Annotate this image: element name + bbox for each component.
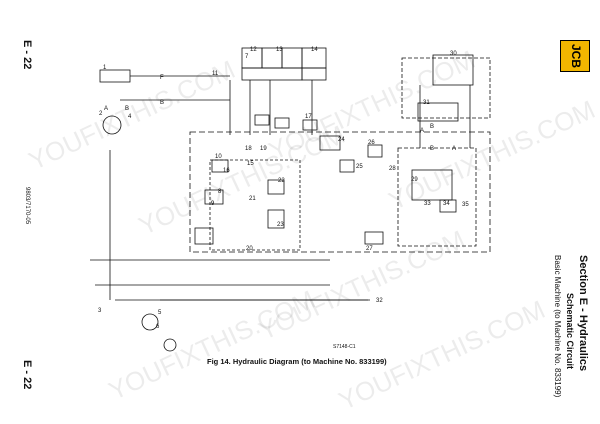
label-12: 12 bbox=[250, 47, 257, 53]
figure-caption: Fig 14. Hydraulic Diagram (to Machine No… bbox=[207, 357, 387, 366]
label-22: 22 bbox=[278, 178, 285, 184]
label-2: 2 bbox=[99, 111, 103, 117]
label-23: 23 bbox=[277, 222, 284, 228]
port-label-a-right: A bbox=[452, 146, 456, 152]
label-3: 3 bbox=[98, 308, 102, 314]
label-32: 32 bbox=[376, 298, 383, 304]
label-30: 30 bbox=[450, 51, 457, 57]
label-26: 26 bbox=[368, 140, 375, 146]
label-9: 9 bbox=[211, 201, 215, 207]
jcb-logo: JCB bbox=[560, 40, 590, 72]
label-19: 19 bbox=[260, 146, 267, 152]
label-8: 8 bbox=[218, 189, 222, 195]
label-21: 21 bbox=[249, 196, 256, 202]
label-16: 16 bbox=[223, 168, 230, 174]
label-15: 15 bbox=[247, 161, 254, 167]
drawing-reference: S7148-C1 bbox=[333, 344, 356, 350]
label-25: 25 bbox=[356, 164, 363, 170]
label-24: 24 bbox=[338, 137, 345, 143]
label-14: 14 bbox=[311, 47, 318, 53]
label-33: 33 bbox=[424, 201, 431, 207]
label-34: 34 bbox=[443, 201, 450, 207]
port-label-b-31: B bbox=[430, 124, 434, 130]
label-11: 11 bbox=[212, 71, 219, 77]
port-label-a-31: A bbox=[420, 128, 424, 134]
label-35: 35 bbox=[462, 202, 469, 208]
port-label-a-left: A bbox=[104, 106, 108, 112]
port-label-b-left: B bbox=[125, 106, 129, 112]
port-label-b-right: B bbox=[430, 146, 434, 152]
port-label-f: F bbox=[160, 75, 164, 81]
label-27: 27 bbox=[366, 246, 373, 252]
port-label-b-upper: B bbox=[160, 100, 164, 106]
label-20: 20 bbox=[246, 246, 253, 252]
label-17: 17 bbox=[305, 114, 312, 120]
label-5: 5 bbox=[158, 310, 162, 316]
label-13: 13 bbox=[276, 47, 283, 53]
label-28: 28 bbox=[389, 166, 396, 172]
label-4: 4 bbox=[128, 114, 132, 120]
label-31: 31 bbox=[423, 100, 430, 106]
label-29: 29 bbox=[411, 177, 418, 183]
label-1: 1 bbox=[103, 65, 107, 71]
label-7: 7 bbox=[245, 54, 249, 60]
label-18: 18 bbox=[245, 146, 252, 152]
label-10: 10 bbox=[215, 154, 222, 160]
label-6: 6 bbox=[156, 324, 160, 330]
